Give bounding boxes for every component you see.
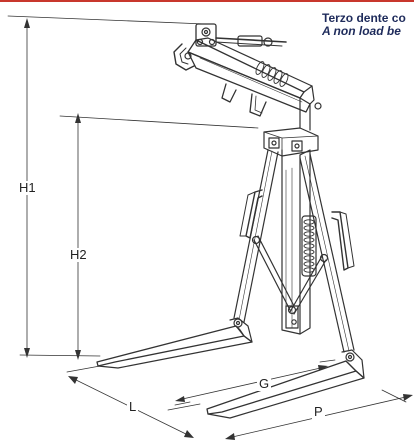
dimension-g (174, 359, 336, 406)
label-h2: H2 (68, 247, 89, 262)
right-fork-tine (206, 349, 365, 419)
cross-brace (251, 235, 329, 315)
label-h1: H1 (17, 180, 38, 195)
adjustment-teeth (301, 215, 317, 277)
head-block (263, 97, 322, 157)
label-g: G (257, 376, 272, 391)
label-p: P (312, 404, 325, 419)
caption-note: Terzo dente co A non load be (322, 12, 414, 38)
lifting-eye (195, 23, 217, 47)
lifting-arm (187, 35, 315, 113)
dimension-h2 (59, 113, 259, 360)
load-loop-left (221, 83, 237, 103)
right-handle (331, 211, 355, 271)
top-red-rule (0, 0, 414, 2)
front-hook (173, 43, 195, 71)
left-handle (239, 189, 263, 239)
caption-line-english: A non load be (322, 24, 401, 38)
load-loop-right (249, 93, 267, 117)
caption-line-italian: Terzo dente co (322, 12, 406, 25)
label-l: L (127, 399, 139, 414)
left-fork-tine (96, 317, 253, 369)
